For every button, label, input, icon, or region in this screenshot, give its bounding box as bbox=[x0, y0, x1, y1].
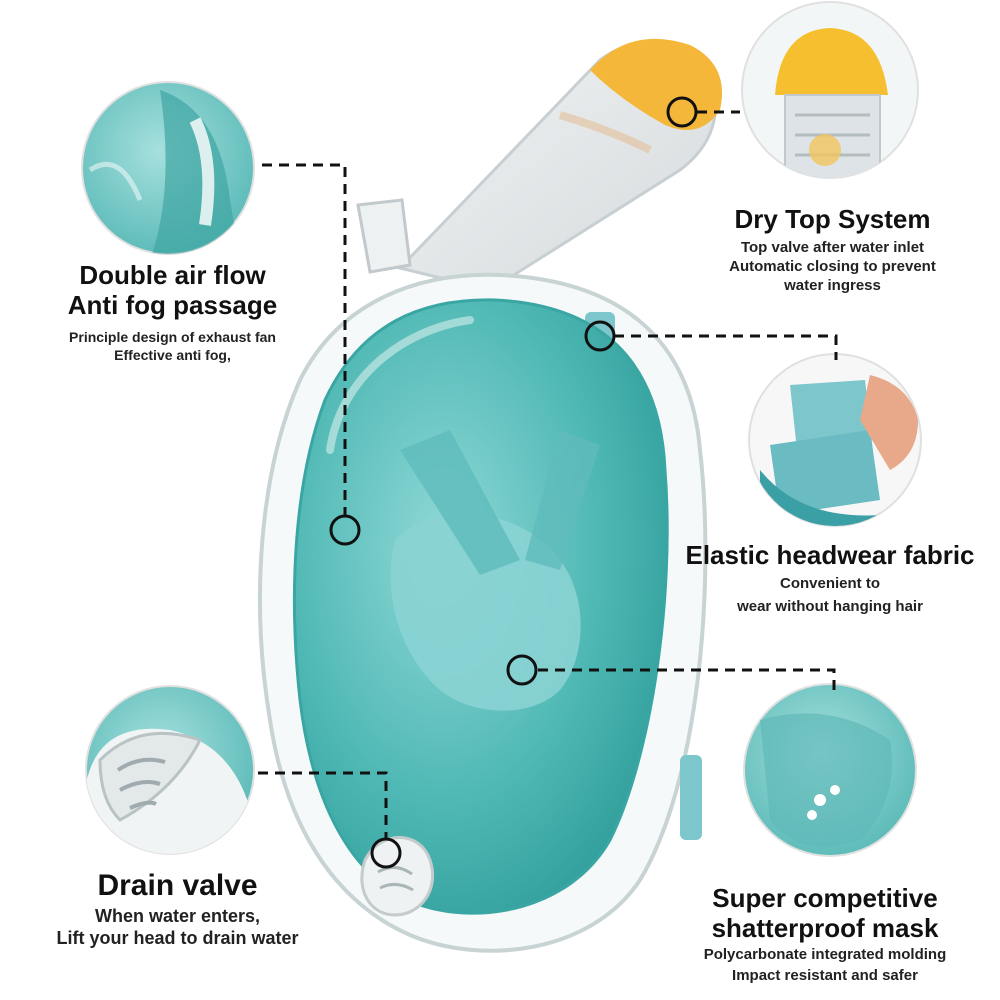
zoom-headwear bbox=[748, 353, 922, 527]
markers bbox=[329, 96, 698, 869]
title-super-competitive: Super competitive bbox=[712, 883, 938, 913]
title-double-air-flow: Double air flow bbox=[79, 260, 266, 290]
zoom-drain-valve bbox=[85, 685, 255, 855]
snorkel-mask bbox=[258, 38, 722, 953]
circle-marker-icon bbox=[584, 320, 616, 352]
title-elastic-headwear: Elastic headwear fabric bbox=[685, 540, 975, 570]
desc-headwear-1: Convenient to bbox=[780, 575, 880, 592]
label-dry-top: Dry Top System Top valve after water inl… bbox=[690, 204, 975, 295]
side-strap-lower bbox=[680, 755, 702, 840]
title-shatterproof-mask: shatterproof mask bbox=[711, 913, 939, 943]
desc-dry-top-1: Top valve after water inlet bbox=[740, 239, 925, 256]
circle-marker-icon bbox=[370, 837, 402, 869]
leader-drain-valve bbox=[258, 771, 388, 838]
label-shatterproof: Super competitive shatterproof mask Poly… bbox=[665, 883, 985, 985]
label-double-air-flow: Double air flow Anti fog passage Princip… bbox=[30, 260, 315, 364]
desc-drain-valve-1: When water enters, bbox=[94, 906, 261, 926]
desc-dry-top-2: Automatic closing to prevent bbox=[729, 258, 936, 275]
leader-lines bbox=[258, 110, 838, 838]
title-anti-fog: Anti fog passage bbox=[67, 290, 278, 320]
label-drain-valve: Drain valve When water enters, Lift your… bbox=[5, 870, 350, 949]
desc-dry-top-3: water ingress bbox=[784, 277, 881, 294]
label-elastic-headwear: Elastic headwear fabric Convenient to we… bbox=[660, 540, 1000, 616]
circle-marker-icon bbox=[329, 514, 361, 546]
desc-shatterproof-1: Polycarbonate integrated molding bbox=[703, 946, 947, 963]
zoom-dry-top bbox=[741, 1, 919, 179]
circle-marker-icon bbox=[506, 654, 538, 686]
circle-marker-icon bbox=[666, 96, 698, 128]
zoom-shatterproof bbox=[743, 683, 917, 857]
camera-mount bbox=[356, 198, 412, 274]
leader-shatterproof bbox=[538, 668, 836, 690]
title-dry-top: Dry Top System bbox=[734, 204, 931, 234]
leader-headwear bbox=[614, 334, 838, 360]
zoom-anti-fog bbox=[81, 81, 255, 255]
desc-anti-fog-1: Principle design of exhaust fan bbox=[69, 329, 276, 345]
desc-headwear-2: wear without hanging hair bbox=[737, 598, 923, 615]
desc-shatterproof-2: Impact resistant and safer bbox=[732, 967, 918, 984]
drain-valve-part bbox=[360, 836, 435, 917]
desc-anti-fog-2: Effective anti fog, bbox=[114, 347, 231, 363]
title-drain-valve: Drain valve bbox=[97, 869, 258, 902]
desc-drain-valve-2: Lift your head to drain water bbox=[56, 928, 299, 948]
dry-top-valve bbox=[590, 38, 722, 130]
